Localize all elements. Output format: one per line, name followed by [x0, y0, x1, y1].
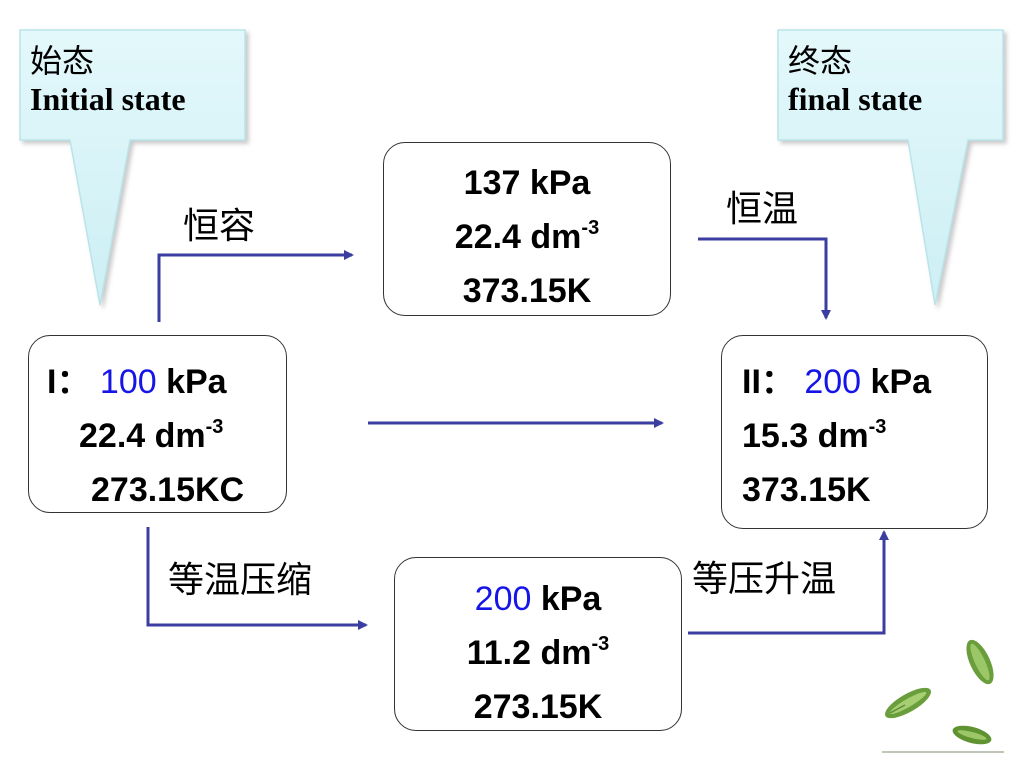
state-initial-volume-exp: -3 — [205, 415, 224, 438]
state-lower-volume-exp: -3 — [591, 632, 610, 655]
state-upper-volume-exp: -3 — [581, 216, 600, 239]
state-lower-temperature: 273.15K — [473, 688, 603, 726]
state-final-volume: 15.3 dm-3 — [742, 409, 987, 463]
state-initial-pressure-value: 100 — [99, 363, 157, 401]
state-final-pressure: II： 200 kPa — [742, 355, 987, 409]
state-final-volume-exp: -3 — [868, 415, 887, 438]
process-label-isobaric-heating: 等压升温 — [692, 559, 837, 600]
state-lower-volume-value: 11.2 dm — [466, 634, 592, 672]
state-box-initial: I： 100 kPa 22.4 dm-3 273.15KC — [28, 335, 287, 513]
final-state-label: 终态 final state — [788, 42, 922, 118]
state-upper-temperature: 373.15K — [462, 272, 592, 310]
state-initial-volume-value: 22.4 dm — [79, 417, 206, 455]
process-label-isothermal-compression: 等温压缩 — [168, 560, 313, 601]
process-label-constant-volume: 恒容 — [183, 206, 256, 247]
state-initial-volume: 22.4 dm-3 — [47, 409, 286, 463]
initial-state-en: Initial state — [30, 81, 186, 117]
arrow-constant-temperature — [698, 237, 831, 320]
final-state-callout — [777, 29, 1004, 306]
initial-state-label: 始态 Initial state — [30, 42, 186, 118]
state-final-pressure-value: 200 — [804, 363, 862, 401]
arrows — [146, 237, 889, 635]
final-state-en: final state — [788, 81, 923, 117]
leaf-decoration — [882, 639, 1004, 753]
state-initial-pressure: I： 100 kPa — [47, 355, 286, 409]
state-lower-pressure-unit: kPa — [531, 580, 602, 618]
state-final-volume-value: 15.3 dm — [742, 417, 869, 455]
state-box-final: II： 200 kPa 15.3 dm-3 373.15K — [721, 335, 988, 529]
state-initial-label: I： — [47, 363, 91, 401]
final-state-zh: 终态 — [788, 43, 853, 79]
arrow-isothermal-compression — [146, 527, 368, 630]
state-upper-pressure: 137 kPa — [463, 164, 591, 202]
state-lower-pressure-value: 200 — [474, 580, 532, 618]
state-final-pressure-unit: kPa — [861, 363, 932, 401]
state-final-label: II： — [742, 363, 795, 401]
process-label-constant-temperature: 恒温 — [726, 189, 799, 230]
state-initial-temperature: 273.15KC — [91, 471, 245, 509]
initial-state-callout — [19, 29, 246, 306]
state-lower-pressure: 200 kPa — [395, 572, 681, 626]
arrow-constant-volume — [157, 250, 354, 322]
state-box-intermediate-upper: 137 kPa 22.4 dm-3 373.15K — [383, 142, 671, 316]
state-upper-volume-value: 22.4 dm — [454, 218, 582, 256]
arrow-isobaric-heating — [688, 530, 889, 635]
state-box-intermediate-lower: 200 kPa 11.2 dm-3 273.15K — [394, 557, 682, 731]
state-lower-volume: 11.2 dm-3 — [395, 626, 681, 680]
state-initial-pressure-unit: kPa — [156, 363, 227, 401]
state-final-temperature: 373.15K — [742, 471, 871, 509]
initial-state-zh: 始态 — [30, 43, 95, 79]
state-upper-volume: 22.4 dm-3 — [384, 210, 670, 264]
